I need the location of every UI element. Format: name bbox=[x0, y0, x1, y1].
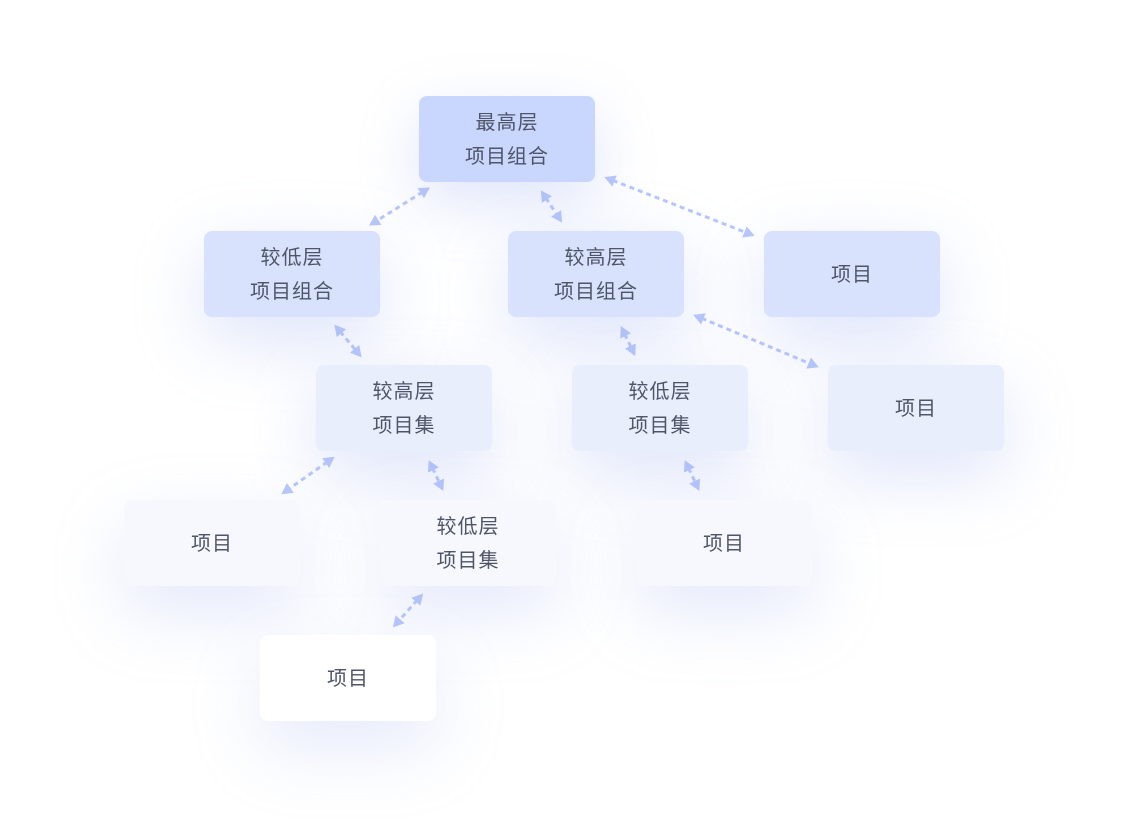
connector-low_portfolio-to-high_program bbox=[334, 324, 362, 358]
node-higher-portfolio: 较高层 项目组合 bbox=[508, 231, 684, 317]
arrowhead-end bbox=[368, 214, 382, 226]
node-lower-portfolio-line1: 较低层 bbox=[260, 245, 324, 269]
node-lower-program-right-line2: 项目集 bbox=[628, 413, 692, 437]
arrowhead-start bbox=[411, 593, 424, 606]
connector-line bbox=[431, 467, 441, 484]
arrowhead-end bbox=[551, 210, 563, 223]
node-project-middle-right-label: 项目 bbox=[895, 396, 937, 420]
connector-line bbox=[700, 316, 812, 366]
node-higher-program-line2: 项目集 bbox=[372, 413, 436, 437]
node-top-portfolio-line1: 最高层 bbox=[475, 110, 539, 134]
node-project-center-label: 项目 bbox=[703, 531, 745, 555]
connector-line bbox=[287, 460, 329, 491]
connector-line bbox=[612, 178, 747, 235]
arrowhead-end bbox=[281, 483, 294, 495]
connector-line bbox=[623, 333, 633, 349]
connector-low_program_b-to-project_d bbox=[683, 460, 701, 491]
arrowhead-start bbox=[334, 324, 347, 337]
node-lower-program-line1: 较低层 bbox=[436, 514, 500, 538]
connector-line bbox=[397, 599, 419, 622]
node-higher-portfolio-line1: 较高层 bbox=[564, 245, 628, 269]
arrowhead-start bbox=[417, 187, 431, 199]
node-project-center: 项目 bbox=[636, 500, 812, 586]
node-higher-program: 较高层 项目集 bbox=[316, 365, 492, 451]
arrowhead-start bbox=[427, 460, 439, 473]
connector-top-to-high_portfolio bbox=[540, 190, 563, 223]
node-lower-program-line2: 项目集 bbox=[436, 548, 500, 572]
node-project-bottom: 项目 bbox=[260, 635, 436, 721]
connector-top-to-project_a bbox=[604, 175, 755, 238]
arrowhead-start bbox=[683, 460, 695, 473]
connector-high_portfolio-to-low_program_b bbox=[620, 326, 636, 356]
connector-high_program-to-low_program bbox=[427, 460, 445, 491]
node-lower-portfolio-line2: 项目组合 bbox=[250, 279, 334, 303]
arrowhead-end bbox=[806, 357, 819, 369]
node-project-left-label: 项目 bbox=[191, 531, 233, 555]
arrowhead-start bbox=[540, 190, 552, 203]
arrowhead-end bbox=[392, 615, 405, 628]
node-lower-portfolio: 较低层 项目组合 bbox=[204, 231, 380, 317]
node-project-left: 项目 bbox=[124, 500, 300, 586]
arrowhead-start bbox=[693, 313, 706, 325]
node-top-portfolio: 最高层 项目组合 bbox=[419, 96, 595, 182]
arrowhead-start bbox=[322, 456, 335, 468]
connector-line bbox=[687, 467, 697, 484]
node-project-top-right-label: 项目 bbox=[831, 262, 873, 286]
arrowhead-end bbox=[433, 478, 445, 491]
connector-line bbox=[544, 197, 559, 216]
connector-line bbox=[338, 330, 358, 352]
node-top-portfolio-line2: 项目组合 bbox=[465, 144, 549, 168]
node-higher-program-line1: 较高层 bbox=[372, 379, 436, 403]
arrowhead-end bbox=[624, 343, 636, 356]
node-higher-portfolio-line2: 项目组合 bbox=[554, 279, 638, 303]
connector-low_program-to-project_e bbox=[392, 593, 424, 628]
arrowhead-end bbox=[349, 345, 362, 358]
node-project-middle-right: 项目 bbox=[828, 365, 1004, 451]
connector-top-to-low_portfolio bbox=[368, 187, 431, 226]
arrowhead-end bbox=[689, 478, 701, 491]
node-project-top-right: 项目 bbox=[764, 231, 940, 317]
node-lower-program-right: 较低层 项目集 bbox=[572, 365, 748, 451]
arrowhead-start bbox=[620, 326, 632, 339]
node-lower-program: 较低层 项目集 bbox=[380, 500, 556, 586]
arrowhead-end bbox=[742, 226, 755, 238]
connector-line bbox=[375, 190, 424, 223]
connector-high_program-to-project_c bbox=[281, 456, 335, 495]
node-project-bottom-label: 项目 bbox=[327, 666, 369, 690]
arrowhead-start bbox=[604, 175, 617, 187]
node-lower-program-right-line1: 较低层 bbox=[628, 379, 692, 403]
connector-high_portfolio-to-project_b bbox=[693, 313, 819, 369]
